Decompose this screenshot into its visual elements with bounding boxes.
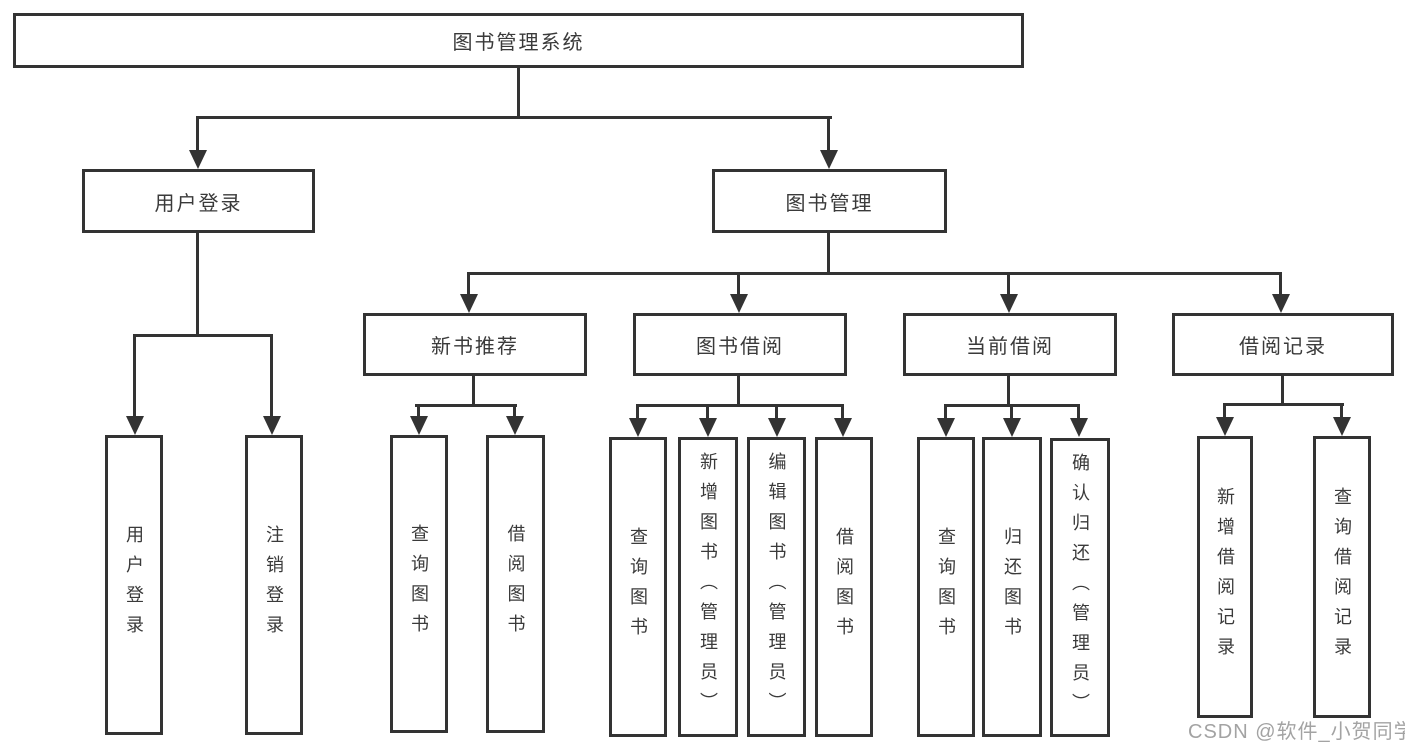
arrow-down-icon (1003, 418, 1021, 437)
arrow-down-icon (1216, 417, 1234, 436)
node-current-borrow-label: 当前借阅 (966, 336, 1054, 358)
connector-book-management-split (468, 272, 1281, 275)
connector-stem-book-management (827, 116, 830, 152)
connector-stem-borrow-records (1279, 272, 1282, 296)
leaf-bb-add-book-admin: 新增图书（管理员） (678, 437, 738, 737)
arrow-down-icon (263, 416, 281, 435)
connector-stem-bb-edit (775, 404, 778, 420)
arrow-down-icon (1000, 294, 1018, 313)
connector-nbr-split (415, 404, 517, 407)
connector-stem-leaf-user-login (133, 334, 136, 418)
arrow-down-icon (460, 294, 478, 313)
connector-stem-cb-query (944, 404, 947, 420)
leaf-cb-confirm-return-admin-label: 确认归还（管理员） (1070, 452, 1090, 723)
leaf-bb-edit-book-admin-label: 编辑图书（管理员） (766, 452, 787, 722)
node-borrow-records: 借阅记录 (1172, 313, 1394, 376)
leaf-br-query-record-label: 查询借阅记录 (1332, 487, 1352, 667)
leaf-user-login-label: 用户登录 (124, 525, 144, 645)
leaf-br-query-record: 查询借阅记录 (1313, 436, 1371, 718)
csdn-watermark: CSDN @软件_小贺同学 (1188, 721, 1405, 743)
connector-stem-nbr-query (417, 404, 420, 418)
arrow-down-icon (834, 418, 852, 437)
arrow-down-icon (730, 294, 748, 313)
connector-stem-book-borrow (737, 272, 740, 296)
leaf-bb-query-books-label: 查询图书 (628, 527, 648, 647)
connector-root-split (196, 116, 832, 119)
arrow-down-icon (1333, 417, 1351, 436)
connector-book-management-drop (827, 233, 830, 274)
arrow-down-icon (1272, 294, 1290, 313)
node-book-borrow-label: 图书借阅 (696, 336, 784, 358)
leaf-cb-query-books-label: 查询图书 (936, 527, 956, 647)
leaf-nbr-query-books: 查询图书 (390, 435, 448, 733)
leaf-bb-query-books: 查询图书 (609, 437, 667, 737)
connector-user-login-split (133, 334, 273, 337)
connector-stem-leaf-logout (270, 334, 273, 418)
connector-br-drop (1281, 376, 1284, 405)
branch-book-management-label: 图书管理 (785, 192, 874, 215)
node-book-borrow: 图书借阅 (633, 313, 847, 376)
leaf-logout: 注销登录 (245, 435, 303, 735)
connector-root-drop (517, 68, 520, 116)
connector-stem-cb-return (1010, 404, 1013, 420)
connector-stem-br-add (1223, 403, 1226, 419)
arrow-down-icon (937, 418, 955, 437)
leaf-bb-edit-book-admin: 编辑图书（管理员） (747, 437, 806, 737)
branch-book-management: 图书管理 (712, 169, 947, 233)
leaf-bb-add-book-admin-label: 新增图书（管理员） (698, 452, 718, 722)
leaf-cb-return-books: 归还图书 (982, 437, 1042, 737)
leaf-cb-return-books-label: 归还图书 (1002, 527, 1022, 647)
connector-nbr-drop (472, 376, 475, 406)
leaf-user-login: 用户登录 (105, 435, 163, 735)
leaf-nbr-query-books-label: 查询图书 (409, 524, 429, 644)
arrow-down-icon (506, 416, 524, 435)
branch-user-login-label: 用户登录 (154, 192, 243, 215)
leaf-cb-confirm-return-admin: 确认归还（管理员） (1050, 438, 1110, 737)
node-current-borrow: 当前借阅 (903, 313, 1117, 376)
arrow-down-icon (189, 150, 207, 169)
connector-stem-nbr-borrow (513, 404, 516, 418)
connector-cb-drop (1007, 376, 1010, 406)
connector-stem-br-query (1340, 403, 1343, 419)
arrow-down-icon (629, 418, 647, 437)
connector-br-split (1223, 403, 1344, 406)
connector-bb-split (636, 404, 844, 407)
connector-stem-user-login (196, 116, 199, 152)
leaf-nbr-borrow-books-label: 借阅图书 (505, 524, 526, 644)
connector-stem-current-borrow (1007, 272, 1010, 296)
arrow-down-icon (1070, 418, 1088, 437)
leaf-br-add-record-label: 新增借阅记录 (1215, 487, 1235, 667)
arrow-down-icon (126, 416, 144, 435)
connector-stem-bb-borrow (841, 404, 844, 420)
leaf-nbr-borrow-books: 借阅图书 (486, 435, 545, 733)
connector-stem-bb-add (706, 404, 709, 420)
leaf-br-add-record: 新增借阅记录 (1197, 436, 1253, 718)
connector-stem-bb-query (636, 404, 639, 420)
leaf-bb-borrow-books: 借阅图书 (815, 437, 873, 737)
connector-bb-drop (737, 376, 740, 406)
connector-stem-new-book-recommend (467, 272, 470, 296)
node-new-book-recommend-label: 新书推荐 (431, 336, 519, 358)
node-borrow-records-label: 借阅记录 (1239, 336, 1327, 358)
node-new-book-recommend: 新书推荐 (363, 313, 587, 376)
arrow-down-icon (699, 418, 717, 437)
connector-user-login-drop (196, 233, 199, 336)
leaf-cb-query-books: 查询图书 (917, 437, 975, 737)
node-root: 图书管理系统 (13, 13, 1024, 68)
node-root-label: 图书管理系统 (452, 32, 585, 54)
arrow-down-icon (410, 416, 428, 435)
connector-stem-cb-confirm (1077, 404, 1080, 420)
leaf-logout-label: 注销登录 (264, 525, 284, 645)
arrow-down-icon (768, 418, 786, 437)
arrow-down-icon (820, 150, 838, 169)
leaf-bb-borrow-books-label: 借阅图书 (834, 527, 854, 647)
branch-user-login: 用户登录 (82, 169, 315, 233)
